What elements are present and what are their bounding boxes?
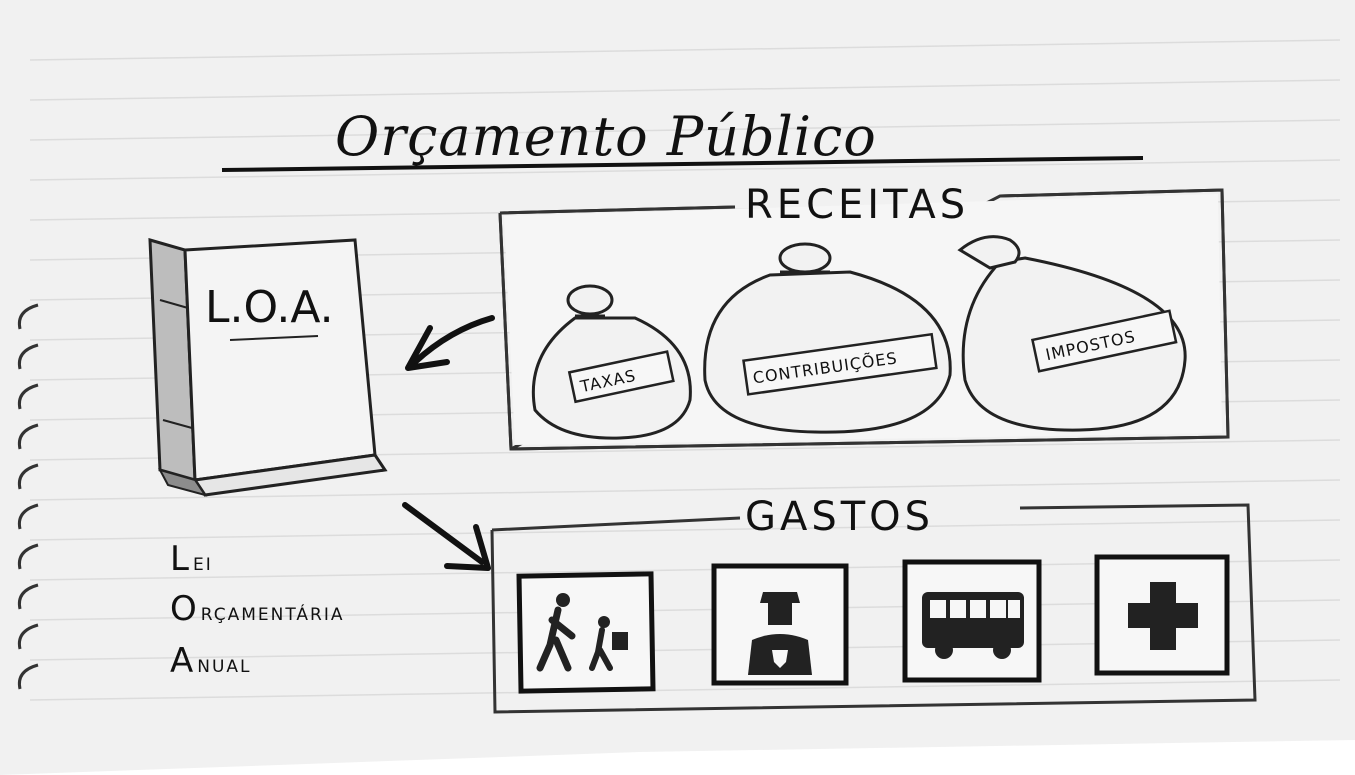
bag-contribuicoes: CONTRIBUIÇÕES (703, 242, 952, 434)
security-icon (711, 563, 849, 686)
transport-icon (902, 559, 1042, 683)
spiral-holes (17, 303, 39, 690)
education-icon (516, 571, 656, 694)
acronym-rest-orcamentaria: RÇAMENTÁRIA (201, 603, 345, 625)
bag-taxas: TAXAS (531, 284, 692, 440)
bag-impostos: IMPOSTOS (957, 235, 1187, 432)
book-illustration: L.O.A. (148, 237, 388, 497)
title-group: Orçamento Público (221, 105, 1144, 172)
receitas-heading: RECEITAS (745, 182, 969, 228)
arrow-book-to-gastos (402, 502, 491, 571)
book-label: L.O.A. (205, 282, 334, 333)
arrow-receitas-to-book (405, 315, 495, 371)
acronym-rest-lei: EI (193, 555, 213, 575)
page-title: Orçamento Público (335, 105, 877, 168)
acronym-initial-o: O (170, 589, 197, 629)
title-underline (221, 156, 1144, 172)
gastos-heading: GASTOS (745, 494, 934, 540)
acronym-initial-a: A (170, 641, 193, 681)
acronym-rest-anual: NUAL (197, 657, 251, 677)
health-icon (1094, 554, 1230, 676)
acronym-initial-l: L (170, 539, 189, 579)
receitas-panel: RECEITAS TAXAS CONTRIBUIÇÕES (498, 182, 1230, 451)
gastos-panel: GASTOS (490, 494, 1257, 714)
